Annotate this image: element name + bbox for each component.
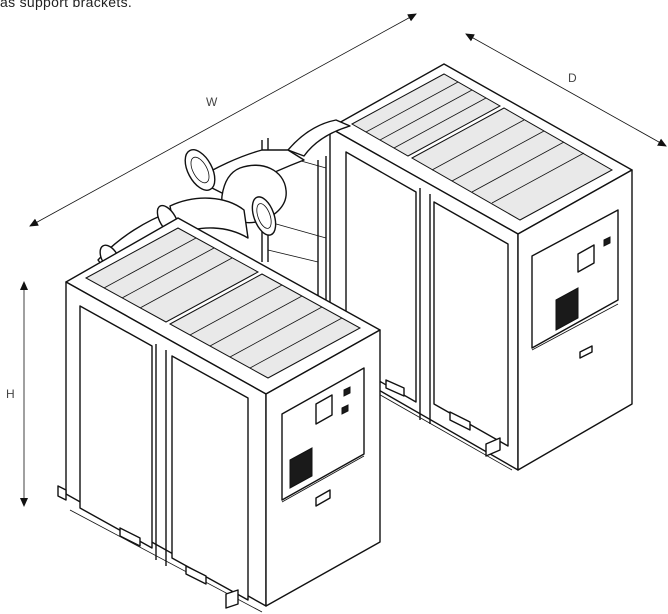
caption-text: as support brackets. [0, 0, 133, 10]
chiller-unit-front [57, 217, 381, 613]
depth-arrow [465, 33, 667, 147]
back-fan-panel-2 [410, 107, 614, 221]
pipe-flange-top [184, 149, 216, 191]
front-fan-panel-1 [84, 227, 260, 323]
front-display-screen [315, 394, 333, 425]
front-vent-grille [289, 447, 313, 489]
width-label: W [206, 95, 218, 109]
depth-dimension: D [465, 33, 667, 147]
back-display-screen [577, 244, 595, 273]
front-fan-panel-2 [168, 273, 362, 379]
height-dimension: H [6, 281, 28, 507]
width-arrow [29, 13, 417, 227]
depth-label: D [568, 71, 577, 85]
pipe-flange-mid [251, 196, 277, 236]
height-label: H [6, 387, 15, 401]
width-dimension: W [29, 13, 417, 227]
back-control-panel [531, 209, 619, 349]
back-vent-grille [555, 287, 579, 331]
